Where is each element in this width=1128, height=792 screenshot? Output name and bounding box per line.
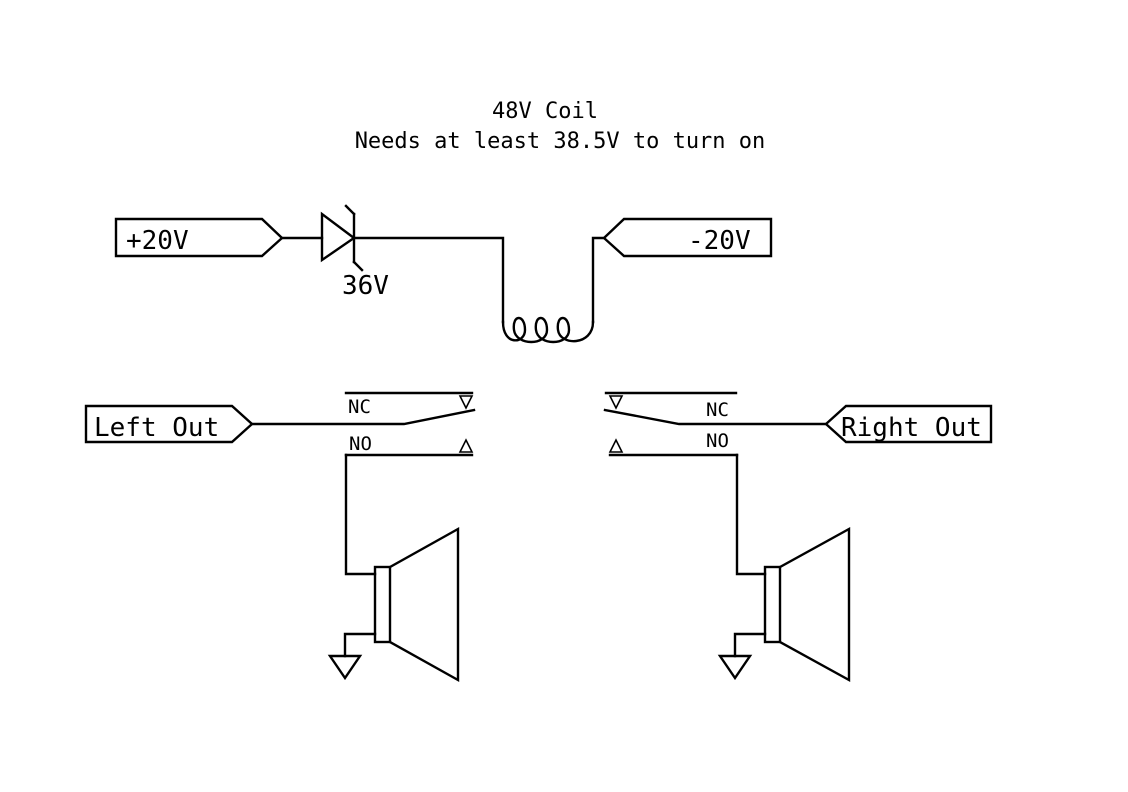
right-relay-contact: NC NO bbox=[603, 391, 828, 457]
left-no-label: NO bbox=[349, 433, 372, 455]
pos-supply-port: +20V bbox=[114, 217, 284, 258]
wire-right-speaker-ground bbox=[733, 632, 767, 658]
relay-coil-symbol bbox=[501, 316, 595, 344]
left-out-label: Left Out bbox=[94, 413, 219, 443]
pos-supply-label: +20V bbox=[126, 226, 189, 256]
wire-left-no-speaker bbox=[344, 453, 377, 576]
left-ground-icon bbox=[327, 654, 363, 681]
left-speaker-icon bbox=[373, 526, 460, 683]
right-no-label: NO bbox=[706, 430, 729, 452]
wire-left-speaker-ground bbox=[343, 632, 377, 658]
zener-value-label: 36V bbox=[342, 271, 389, 301]
right-out-port: Right Out bbox=[824, 404, 993, 444]
neg-supply-label: -20V bbox=[688, 226, 751, 256]
title-line-1: 48V Coil bbox=[492, 99, 598, 124]
wire-coil-neg-supply bbox=[591, 236, 606, 324]
left-out-port: Left Out bbox=[84, 404, 254, 444]
wire-right-no-speaker bbox=[735, 453, 767, 576]
title-line-2: Needs at least 38.5V to turn on bbox=[355, 129, 766, 154]
right-out-label: Right Out bbox=[841, 413, 982, 443]
zener-diode-symbol: 36V bbox=[320, 204, 389, 301]
left-relay-contact: NC NO bbox=[250, 391, 476, 457]
right-nc-label: NC bbox=[706, 399, 729, 421]
left-nc-label: NC bbox=[348, 396, 371, 418]
wire-zener-coil bbox=[352, 236, 505, 324]
right-speaker-icon bbox=[763, 526, 851, 683]
neg-supply-port: -20V bbox=[602, 217, 773, 258]
right-ground-icon bbox=[717, 654, 753, 681]
